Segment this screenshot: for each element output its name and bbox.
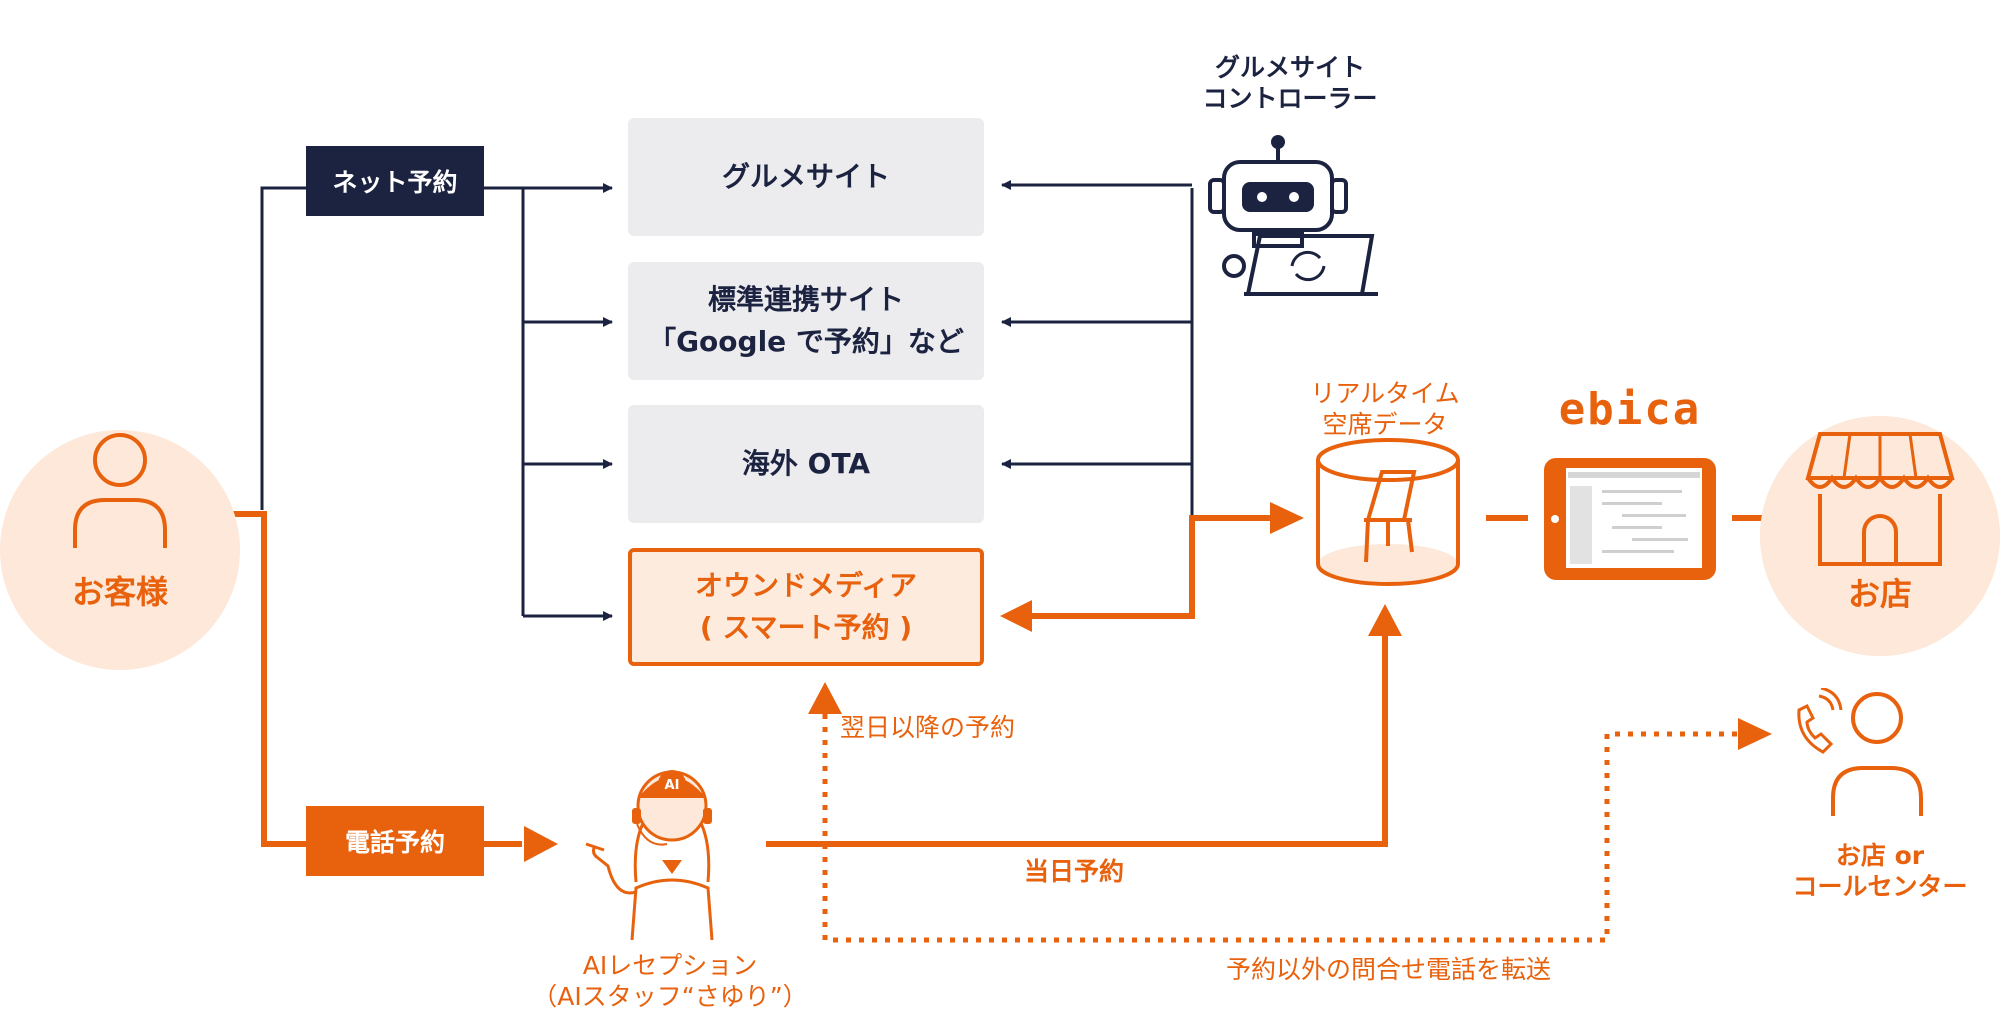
receptionist-icon: AI: [585, 770, 714, 941]
customer-circle: [0, 430, 240, 670]
owned-realtime-link: [1030, 515, 1272, 619]
svg-text:AI: AI: [665, 778, 680, 793]
person-icon: [73, 433, 167, 548]
transfer-label: 予約以外の問合せ電話を転送: [1226, 955, 1552, 984]
realtime-label: リアルタイム 空席データ: [1310, 379, 1460, 440]
arrowhead-transfer: [1738, 718, 1772, 750]
next-day-label: 翌日以降の予約: [840, 713, 1016, 742]
standard-site-sublabel: 「Google で予約」など: [648, 325, 964, 358]
chair-database-icon: [1316, 438, 1460, 586]
arrowhead-to-realtime: [1270, 502, 1304, 534]
net-reservation-label: ネット予約: [306, 146, 484, 216]
ota-site-label: 海外 OTA: [741, 447, 871, 480]
ebica-logo: ebica: [1558, 384, 1702, 435]
net-trunk-line: [260, 186, 308, 510]
owned-media-box: オウンドメディア ( スマート予約 ): [628, 548, 984, 666]
customer-label: お客様: [71, 573, 168, 611]
store-label: お店: [1847, 575, 1912, 613]
arrowhead-same-day: [1368, 604, 1402, 636]
storefront-icon: [1805, 432, 1955, 566]
callcenter-label: お店 or コールセンター: [1792, 841, 1968, 902]
arrowhead-to-ai: [524, 826, 558, 862]
same-day-line: [766, 634, 1388, 847]
ota-site-box: 海外 OTA: [628, 405, 984, 523]
phone-reservation-label: 電話予約: [306, 806, 484, 876]
owned-media-sublabel: ( スマート予約 ): [699, 611, 913, 644]
arrowhead-to-owned: [1000, 600, 1032, 632]
gourmet-site-box: グルメサイト: [628, 118, 984, 236]
robot-laptop-icon: [1208, 135, 1378, 296]
gourmet-site-label: グルメサイト: [721, 160, 890, 193]
controller-label: グルメサイト コントローラー: [1202, 53, 1378, 114]
phone-person-icon: [1797, 688, 1923, 816]
arrowhead-next-day: [808, 682, 842, 714]
ai-reception-label: AIレセプション （AIスタッフ“さゆり”）: [532, 951, 808, 1012]
tablet-icon: [1544, 458, 1716, 580]
standard-site-label: 標準連携サイト: [707, 283, 904, 316]
same-day-label: 当日予約: [1024, 857, 1125, 886]
transfer-dotted-line: [822, 714, 1738, 943]
phone-path-line: [198, 511, 522, 847]
owned-media-label: オウンドメディア: [694, 569, 918, 602]
standard-site-box: 標準連携サイト 「Google で予約」など: [628, 262, 984, 380]
